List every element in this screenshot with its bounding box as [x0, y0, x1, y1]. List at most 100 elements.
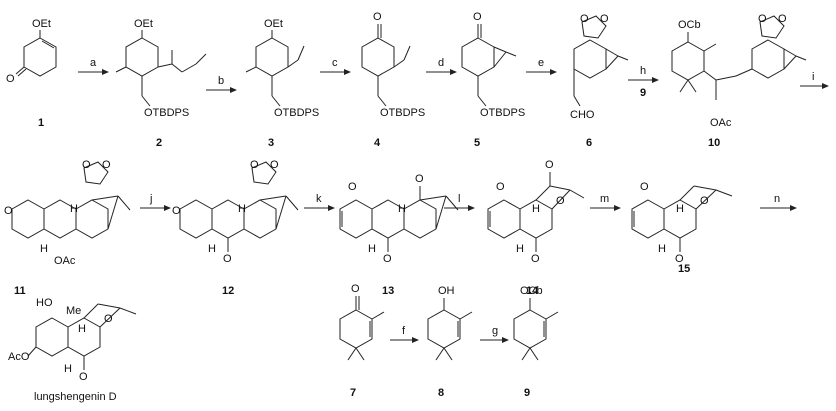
- compound-14-o-left: O: [496, 181, 505, 193]
- compound-14-ketone-o: O: [531, 253, 540, 265]
- compound-12-structure: O O O O H H: [172, 159, 299, 265]
- compound-10-o1-label: O: [758, 13, 767, 25]
- lungshengenin-d-ho-label: HO: [36, 297, 53, 309]
- step-g-label: g: [492, 325, 498, 337]
- compound-5-otbdps-label: OTBDPS: [480, 107, 525, 119]
- compound-15-h2-label: H: [658, 243, 666, 255]
- compound-12-o1-label: O: [250, 159, 259, 171]
- compound-5-o-label: O: [473, 11, 482, 23]
- compound-2-oet-label: OEt: [134, 18, 153, 30]
- compound-15-h1-label: H: [676, 203, 684, 215]
- compound-8-structure: OH: [427, 285, 473, 361]
- compound-14-number: 14: [526, 285, 539, 297]
- compound-6-o2-label: O: [600, 13, 609, 25]
- compound-2-structure: OEt OTBDPS: [115, 18, 207, 119]
- compound-12-h1-label: H: [238, 203, 246, 215]
- compound-14-o-bridge: O: [556, 195, 565, 207]
- compound-10-number: 10: [708, 137, 720, 149]
- lungshengenin-d-ketone-o: O: [79, 371, 88, 383]
- compound-14-h1-label: H: [532, 203, 540, 215]
- compound-1-number: 1: [38, 117, 44, 129]
- compound-3-oet-label: OEt: [264, 18, 283, 30]
- compound-2-number: 2: [156, 137, 162, 149]
- compound-4-otbdps-label: OTBDPS: [380, 107, 425, 119]
- compound-11-o-label: O: [4, 205, 13, 217]
- compound-12-o2-label: O: [270, 159, 279, 171]
- compound-14-o-top: O: [545, 159, 554, 171]
- step-h-reagent: 9: [640, 87, 646, 99]
- compound-7-o-label: O: [351, 283, 360, 295]
- compound-12-ketone-o: O: [223, 253, 232, 265]
- compound-11-o1-label: O: [82, 159, 91, 171]
- compound-11-oac-label: OAc: [54, 255, 76, 267]
- step-f-label: f: [402, 325, 406, 337]
- compound-1-o-label: O: [6, 73, 15, 85]
- compound-13-o-left: O: [348, 181, 357, 193]
- compound-4-structure: O OTBDPS: [361, 11, 425, 119]
- compound-9-ocb-label: OCb: [520, 285, 543, 297]
- compound-8-number: 8: [438, 387, 444, 399]
- compound-14-h2-label: H: [516, 243, 524, 255]
- step-m-label: m: [600, 193, 609, 205]
- compound-10-structure: OCb OAc O O: [671, 13, 807, 129]
- compound-5-structure: O OTBDPS: [461, 11, 525, 119]
- compound-15-structure: O O O H H: [631, 181, 733, 265]
- compound-14-structure: O O O O H H: [487, 159, 585, 265]
- step-h-label: h: [640, 65, 646, 77]
- lungshengenin-d-aco-label: AcO: [8, 351, 30, 363]
- compound-9-structure: OCb: [513, 285, 559, 361]
- step-l-label: l: [458, 193, 460, 205]
- compound-15-ketone-o: O: [675, 253, 684, 265]
- compound-13-h2-label: H: [368, 243, 376, 255]
- compound-8-oh-label: OH: [438, 285, 455, 297]
- compound-6-number: 6: [586, 137, 592, 149]
- compound-11-h2-label: H: [40, 243, 48, 255]
- compound-10-ocb-label: OCb: [678, 19, 701, 31]
- compound-6-cho-label: CHO: [570, 109, 595, 121]
- compound-15-o-left: O: [640, 181, 649, 193]
- step-i-label: i: [812, 71, 814, 83]
- compound-7-structure: O: [339, 283, 385, 361]
- step-d-label: d: [438, 57, 444, 69]
- compound-3-number: 3: [268, 137, 274, 149]
- lungshengenin-d-structure: HO Me O H H AcO O: [8, 297, 137, 383]
- compound-3-structure: OEt OTBDPS: [245, 18, 319, 119]
- compound-13-structure: O O O H H: [339, 173, 459, 265]
- step-n-label: n: [774, 193, 780, 205]
- compound-13-o-top: O: [415, 173, 424, 185]
- lungshengenin-d-o-bridge: O: [104, 313, 113, 325]
- compound-15-o-bridge: O: [700, 195, 709, 207]
- compound-9-number: 9: [524, 387, 530, 399]
- step-a-label: a: [90, 57, 97, 69]
- compound-2-otbdps-label: OTBDPS: [144, 107, 189, 119]
- compound-6-structure: O O CHO: [570, 13, 629, 121]
- step-j-label: j: [149, 193, 152, 205]
- compound-11-h1-label: H: [70, 203, 78, 215]
- compound-12-number: 12: [222, 285, 234, 297]
- compound-7-number: 7: [350, 387, 356, 399]
- compound-13-h1-label: H: [398, 203, 406, 215]
- compound-3-otbdps-label: OTBDPS: [274, 107, 319, 119]
- compound-13-ketone-o: O: [383, 253, 392, 265]
- compound-6-o1-label: O: [580, 13, 589, 25]
- compound-12-o-label: O: [172, 205, 181, 217]
- compound-10-oac-label: OAc: [710, 117, 732, 129]
- compound-1-oet-label: OEt: [32, 18, 51, 30]
- compound-4-o-label: O: [373, 11, 382, 23]
- lungshengenin-d-h2-label: H: [64, 363, 72, 375]
- lungshengenin-d-me-label: Me: [66, 305, 81, 317]
- step-c-label: c: [332, 57, 338, 69]
- step-b-label: b: [218, 75, 224, 87]
- compound-12-h2-label: H: [208, 243, 216, 255]
- compound-4-number: 4: [374, 137, 381, 149]
- compound-11-o2-label: O: [102, 159, 111, 171]
- compound-1-structure: OEt O: [6, 18, 57, 85]
- compound-11-number: 11: [14, 285, 26, 297]
- compound-15-number: 15: [678, 263, 690, 275]
- lungshengenin-d-h1-label: H: [78, 323, 86, 335]
- lungshengenin-d-name: lungshengenin D: [34, 391, 117, 403]
- compound-13-number: 13: [382, 285, 394, 297]
- step-k-label: k: [316, 193, 322, 205]
- compound-5-number: 5: [474, 137, 480, 149]
